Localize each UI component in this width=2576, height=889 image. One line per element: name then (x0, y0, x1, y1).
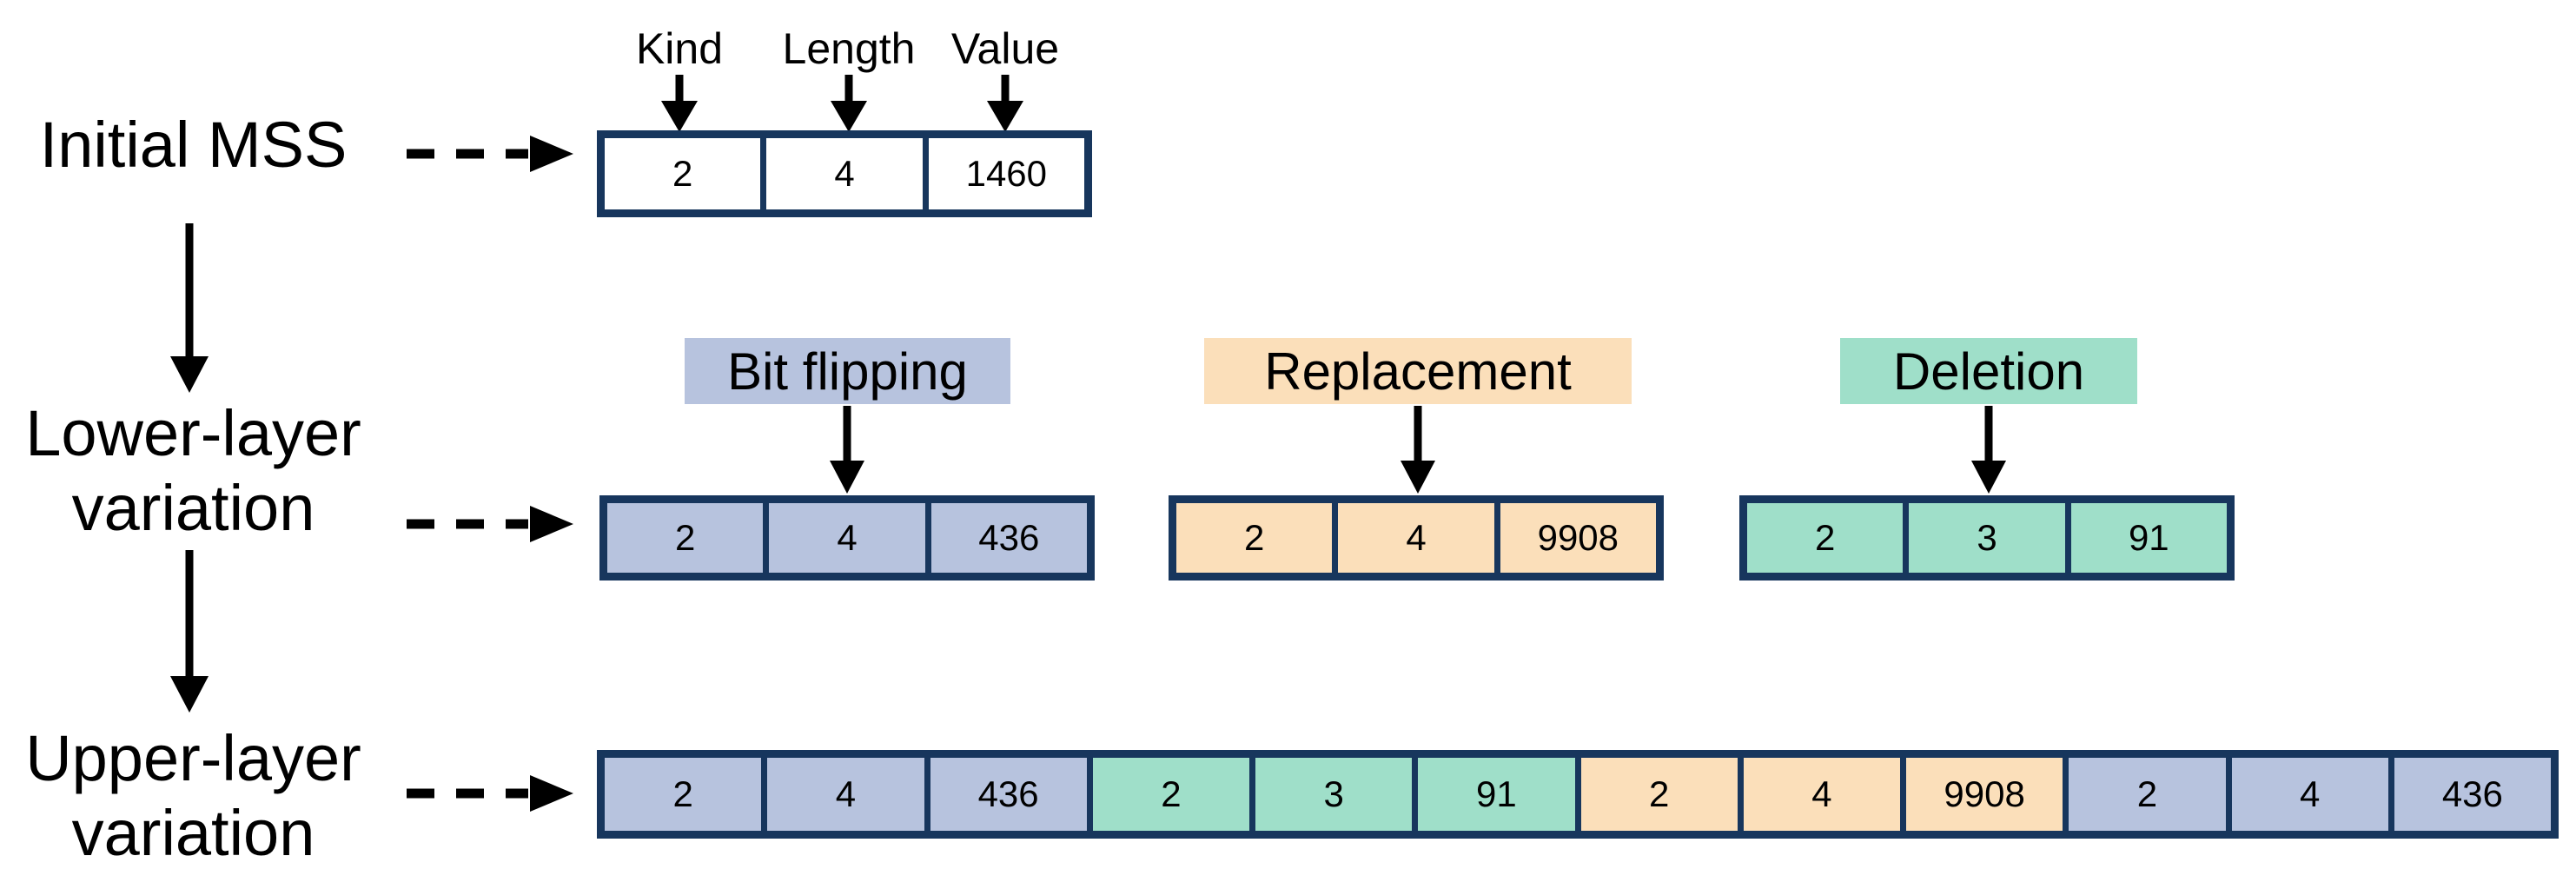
length-arrow-icon (831, 75, 867, 132)
flow-arrow-initial-to-lower-icon (170, 223, 209, 393)
bit-flipping-table: 2 4 436 (599, 495, 1095, 581)
upper-cell-5: 3 (1249, 758, 1413, 831)
dashed-arrow-lower-icon (407, 506, 573, 542)
deletion-length-cell: 3 (1903, 503, 2065, 573)
initial-length-cell: 4 (760, 138, 923, 209)
replacement-arrow-icon (1401, 406, 1435, 494)
replacement-value-cell: 9908 (1493, 503, 1656, 573)
deletion-label: Deletion (1840, 338, 2137, 404)
upper-cell-7: 2 (1574, 758, 1738, 831)
upper-cell-4: 2 (1086, 758, 1249, 831)
bit-flipping-length-cell: 4 (763, 503, 925, 573)
field-label-length: Length (782, 24, 916, 73)
deletion-kind-cell: 2 (1747, 503, 1904, 573)
deletion-arrow-icon (1971, 406, 2006, 494)
flow-arrow-lower-to-upper-icon (170, 550, 209, 713)
replacement-length-cell: 4 (1332, 503, 1494, 573)
dashed-arrow-initial-icon (407, 136, 573, 172)
row-label-upper-layer: Upper-layer variation (0, 721, 387, 871)
replacement-label: Replacement (1204, 338, 1632, 404)
bit-flipping-arrow-icon (830, 406, 864, 494)
upper-cell-9: 9908 (1900, 758, 2063, 831)
upper-layer-table: 2 4 436 2 3 91 2 4 9908 2 4 436 (597, 750, 2559, 839)
row-label-lower-layer: Lower-layer variation (0, 396, 387, 546)
deletion-value-cell: 91 (2064, 503, 2227, 573)
deletion-table: 2 3 91 (1739, 495, 2235, 581)
replacement-label-text: Replacement (1264, 342, 1572, 401)
bit-flipping-label-text: Bit flipping (727, 342, 968, 401)
row-label-lower-line2: variation (71, 472, 315, 544)
row-label-lower-line1: Lower-layer (25, 397, 361, 469)
row-label-initial-mss: Initial MSS (39, 109, 348, 181)
upper-cell-2: 4 (761, 758, 924, 831)
bit-flipping-value-cell: 436 (924, 503, 1087, 573)
bit-flipping-label: Bit flipping (685, 338, 1010, 404)
replacement-table: 2 4 9908 (1169, 495, 1664, 581)
upper-cell-3: 436 (924, 758, 1087, 831)
initial-value-cell: 1460 (922, 138, 1084, 209)
initial-kind-cell: 2 (605, 138, 761, 209)
upper-cell-6: 91 (1412, 758, 1575, 831)
field-label-value: Value (950, 24, 1060, 73)
dashed-arrow-upper-icon (407, 775, 573, 812)
field-label-kind: Kind (635, 24, 724, 73)
upper-cell-1: 2 (605, 758, 762, 831)
value-arrow-icon (987, 75, 1023, 132)
row-label-upper-line2: variation (71, 797, 315, 869)
replacement-kind-cell: 2 (1176, 503, 1333, 573)
row-label-upper-line1: Upper-layer (25, 722, 361, 794)
upper-cell-8: 4 (1737, 758, 1900, 831)
initial-mss-table: 2 4 1460 (597, 130, 1092, 217)
upper-cell-12: 436 (2387, 758, 2551, 831)
kind-arrow-icon (661, 75, 698, 132)
deletion-label-text: Deletion (1892, 342, 2085, 401)
upper-cell-11: 4 (2225, 758, 2388, 831)
upper-cell-10: 2 (2063, 758, 2226, 831)
bit-flipping-kind-cell: 2 (607, 503, 764, 573)
